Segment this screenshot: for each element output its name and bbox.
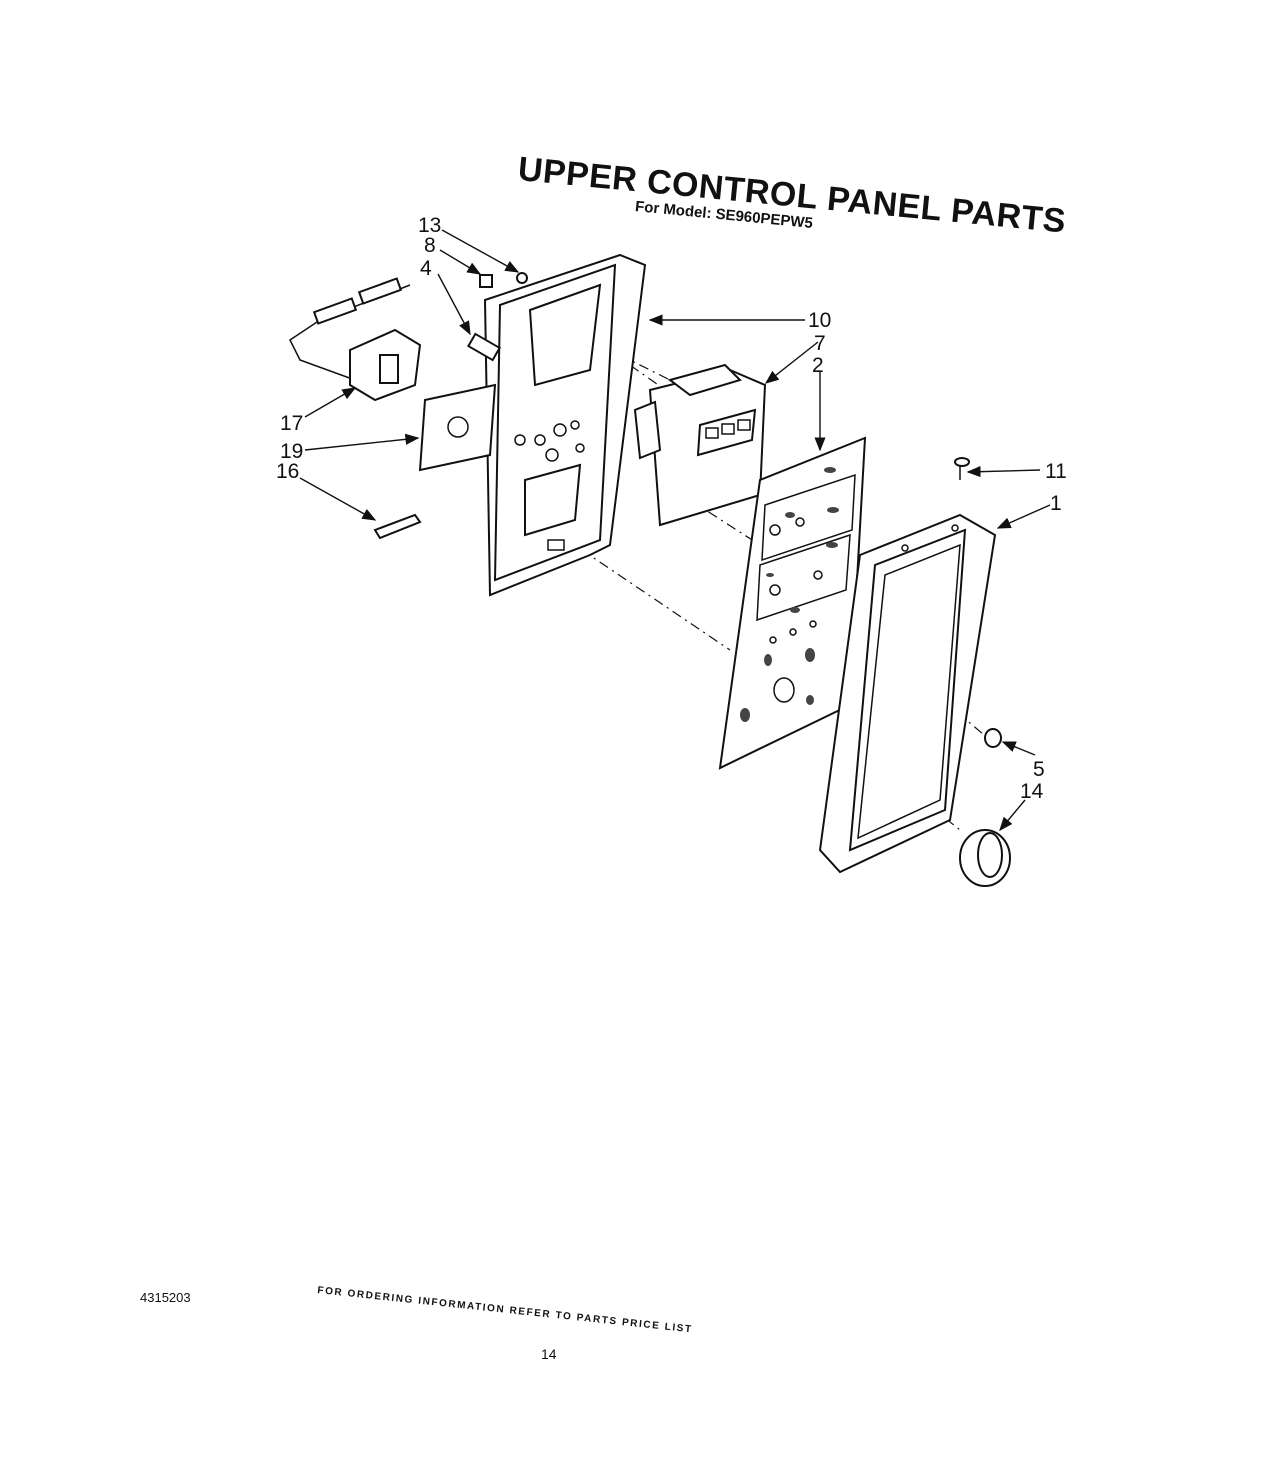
switch-4 — [467, 332, 501, 362]
control-panel-bracket — [483, 253, 647, 597]
switch-harness-17 — [289, 277, 422, 402]
touch-panel-2 — [718, 436, 867, 770]
callout-11: 11 — [1045, 460, 1067, 483]
control-module-7 — [633, 363, 767, 527]
callout-7: 7 — [814, 332, 826, 355]
callout-5: 5 — [1033, 758, 1045, 781]
document-number: 4315203 — [140, 1290, 191, 1305]
screw-11 — [954, 457, 970, 480]
callout-16: 16 — [276, 460, 299, 483]
callout-13: 13 — [418, 214, 441, 237]
callout-19: 19 — [280, 440, 303, 463]
trim-frame-1 — [818, 513, 997, 874]
callout-2: 2 — [812, 354, 824, 377]
page-number: 14 — [541, 1346, 557, 1362]
callout-1: 1 — [1050, 492, 1062, 515]
callout-14: 14 — [1020, 780, 1044, 803]
leader-lines — [299, 229, 1051, 832]
knob-14 — [959, 829, 1011, 887]
clip-8 — [479, 274, 493, 288]
plate-19 — [418, 383, 497, 472]
clip-5 — [984, 728, 1002, 748]
callout-17: 17 — [280, 412, 303, 435]
callout-4: 4 — [420, 257, 432, 280]
screw-13 — [516, 272, 528, 284]
callout-10: 10 — [808, 309, 831, 332]
bracket-16 — [373, 513, 422, 540]
callout-8: 8 — [424, 234, 436, 257]
